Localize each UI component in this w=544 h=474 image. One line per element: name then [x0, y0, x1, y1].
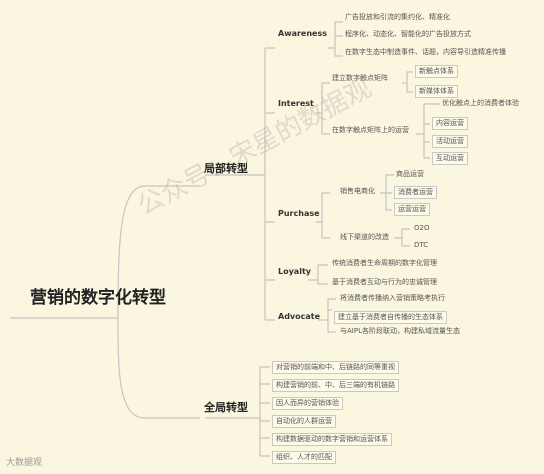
advocate-item: 建立基于消费者自传播的生态体系 [334, 311, 447, 324]
advocate-item: 与AIPL各阶段联动，构建私域流量生态 [340, 327, 460, 335]
branch-global-transformation: 全局转型 [204, 401, 248, 414]
advocate-item: 将消费者传播纳入营销策略考执行 [340, 294, 445, 302]
interest-touchpoint-item: 新媒体体系 [415, 85, 458, 98]
purchase-ecommerce: 销售电商化 [340, 187, 375, 195]
interest-operations-item: 活动运营 [432, 135, 468, 148]
branch-partial-transformation: 局部转型 [204, 162, 248, 175]
awareness-item: 程序化、动态化、智能化的广告投放方式 [345, 30, 471, 38]
root-topic: 营销的数字化转型 [30, 288, 166, 308]
node-interest: Interest [278, 99, 314, 108]
global-item: 组织、人才的匹配 [272, 451, 336, 464]
node-loyalty: Loyalty [278, 267, 311, 276]
global-item: 因人而异的营销体验 [272, 397, 343, 410]
loyalty-item: 基于消费者互动与行为的忠诚管理 [332, 278, 437, 286]
awareness-item: 在数字生态中制造事件、话题，内容导引造精准传播 [345, 48, 506, 56]
interest-operations-item: 优化触点上的消费者体验 [442, 99, 519, 107]
purchase-ecommerce-item: 消费者运营 [394, 186, 437, 199]
global-item: 构建营销的前、中、后三端的有机链路 [272, 379, 399, 392]
purchase-offline-channel: 线下渠道的改造 [340, 233, 389, 241]
loyalty-item: 传统消费者生命周期的数字化管理 [332, 259, 437, 267]
interest-touchpoint-item: 新触点体系 [415, 65, 458, 78]
awareness-item: 广告投放和引流的集约化、精准化 [345, 13, 450, 21]
interest-operations-item: 互动运营 [432, 152, 468, 165]
interest-touchpoint-matrix: 建立数字触点矩阵 [332, 74, 388, 82]
purchase-offline-item: DTC [414, 241, 429, 249]
global-item: 自动化的人群运营 [272, 415, 336, 428]
interest-operations-item: 内容运营 [432, 117, 468, 130]
interest-matrix-operations: 在数字触点矩阵上的运营 [332, 126, 409, 134]
logo: 大数据观 [6, 458, 43, 468]
node-advocate: Advocate [278, 312, 321, 321]
purchase-ecommerce-item: 运营运营 [394, 203, 430, 216]
global-item: 对营销的前端和中、后链路的同等重视 [272, 361, 399, 374]
node-purchase: Purchase [278, 209, 320, 218]
node-awareness: Awareness [278, 29, 327, 38]
purchase-offline-item: O2O [414, 224, 430, 232]
global-item: 构建数据驱动的数字营销和运营体系 [272, 433, 392, 446]
purchase-ecommerce-item: 商品运营 [396, 170, 424, 178]
